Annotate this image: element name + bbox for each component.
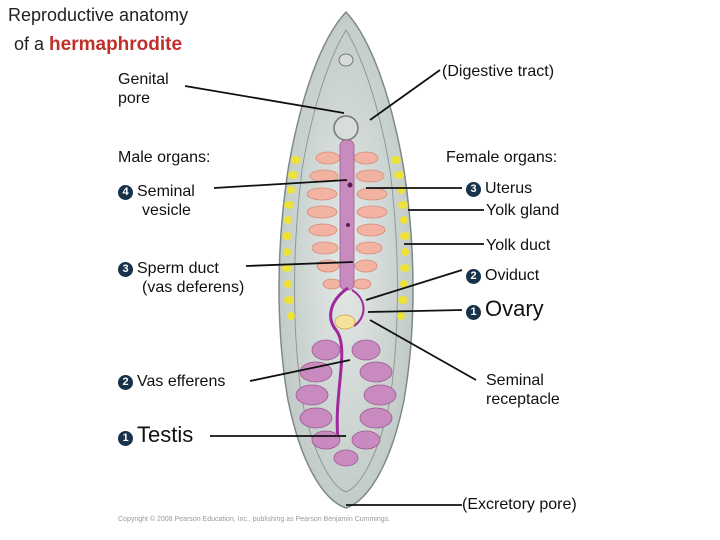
badge-sperm-duct: 3 [118,262,133,277]
sperm-duct [329,286,349,441]
title-emphasis: hermaphrodite [49,34,183,55]
seminal-receptacle-line2: receptacle [486,391,560,408]
testes [295,339,397,467]
badge-ovary: 1 [466,305,481,320]
label-yolk-duct: Yolk duct [486,237,551,254]
title-prefix: of a [14,34,45,54]
oviduct-text: Oviduct [485,267,540,284]
label-excretory-pore: (Excretory pore) [462,496,577,513]
label-sperm-duct: 3 Sperm duct (vas deferens) [118,259,244,297]
genital-pore-line2: pore [118,90,151,107]
label-vas-efferens: 2 Vas efferens [118,372,225,391]
label-uterus: 3 Uterus [466,179,532,198]
oral-sucker [338,53,354,67]
label-testis: 1 Testis [118,422,194,447]
testis-text: Testis [137,422,194,447]
label-oviduct: 2 Oviduct [466,266,539,285]
pointer-lines [184,69,484,506]
vas-efferens-text: Vas efferens [137,373,226,390]
label-seminal-vesicle: 4 Seminal vesicle [118,182,195,220]
label-male-organs: Male organs: [118,149,211,166]
title-line-2: of a hermaphrodite [14,34,182,56]
inner-body-outline [294,29,398,493]
badge-seminal-vesicle: 4 [118,185,133,200]
label-female-organs: Female organs: [446,149,558,166]
seminal-vesicle [339,139,355,291]
badge-testis: 1 [118,431,133,446]
label-ovary: 1 Ovary [466,296,544,321]
label-yolk-gland: Yolk gland [486,202,560,219]
badge-oviduct: 2 [466,269,481,284]
title-line-1: Reproductive anatomy [8,5,189,25]
label-genital-pore: Genital pore [118,70,169,108]
pharynx [333,115,359,141]
sperm-duct-line1: Sperm duct [137,260,219,277]
seminal-vesicle-line1: Seminal [137,183,195,200]
label-digestive-tract: (Digestive tract) [442,63,555,80]
ovary-text: Ovary [485,296,544,321]
badge-vas-efferens: 2 [118,375,133,390]
ovary-shape [334,314,356,330]
badge-uterus: 3 [466,182,481,197]
sperm-duct-line2: (vas deferens) [142,279,245,296]
yolk-gland-left [282,156,301,320]
copyright-notice: Copyright © 2008 Pearson Education, Inc.… [118,516,391,523]
seminal-vesicle-line2: vesicle [142,202,191,219]
genital-pore-line1: Genital [118,71,169,88]
label-seminal-receptacle: Seminal receptacle [486,371,560,409]
oviduct-curve [351,289,365,327]
uterus-text: Uterus [485,180,533,197]
seminal-receptacle-line1: Seminal [486,372,544,389]
